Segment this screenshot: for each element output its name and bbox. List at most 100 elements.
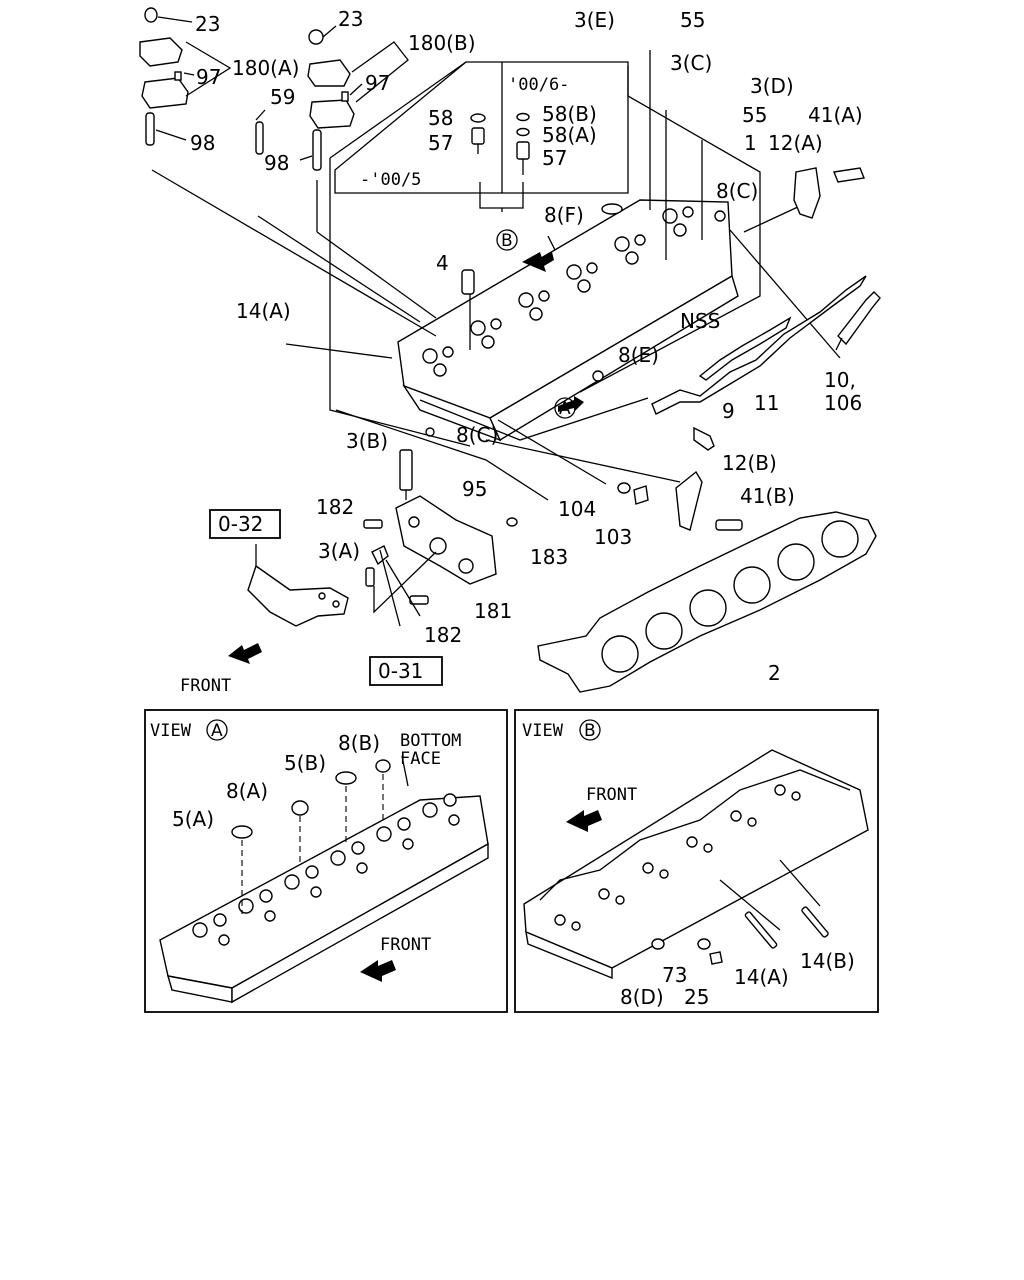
- head-port-hole: [538, 290, 550, 302]
- label-23b: 23: [338, 7, 363, 31]
- view-a-title: VIEW: [150, 721, 192, 741]
- head-port-hole: [470, 320, 486, 336]
- view-b-hole: [554, 914, 566, 926]
- label-103: 103: [594, 525, 632, 549]
- label-58a: 58(A): [542, 123, 597, 147]
- label-8e: 8(E): [618, 343, 659, 367]
- view-b-14a: 14(A): [734, 965, 789, 989]
- gasket-strip-11: [651, 275, 867, 415]
- label-98b: 98: [264, 151, 289, 175]
- head-port-hole: [586, 262, 598, 274]
- label-2: 2: [768, 661, 781, 685]
- label-58: 58: [428, 106, 453, 130]
- label-106: 106: [824, 391, 862, 415]
- view-b-hole: [598, 888, 610, 900]
- head-port-hole: [481, 335, 495, 349]
- head-port-hole: [529, 307, 543, 321]
- head-port-hole: [433, 363, 447, 377]
- head-port-hole: [673, 223, 687, 237]
- view-a-hole: [218, 934, 230, 946]
- view-a-labels: VIEW A 8(B) BOTTOM FACE 5(B) 8(A) 5(A) F…: [150, 719, 461, 955]
- label-11: 11: [754, 391, 779, 415]
- label-10: 10,: [824, 368, 856, 392]
- view-a-hole: [397, 817, 411, 831]
- view-a-hole: [356, 862, 368, 874]
- front-arrow-main: [228, 643, 262, 664]
- view-a-hole: [402, 838, 414, 850]
- view-b-hole: [791, 791, 801, 801]
- view-a-hole: [238, 898, 254, 914]
- view-b-hole: [659, 869, 669, 879]
- gasket-cylinder-bore: [733, 566, 771, 604]
- view-b-hole: [730, 810, 742, 822]
- sensor-9: [693, 426, 715, 451]
- label-95: 95: [462, 477, 487, 501]
- label-104: 104: [558, 497, 596, 521]
- head-port-hole: [422, 348, 438, 364]
- view-a-hole: [284, 874, 300, 890]
- view-a-5b: 5(B): [284, 751, 326, 775]
- label-55b: 55: [742, 103, 767, 127]
- view-a-hole: [264, 910, 276, 922]
- label-12a: 12(A): [768, 131, 823, 155]
- water-outlet-elbow: [247, 544, 349, 627]
- label-183: 183: [530, 545, 568, 569]
- view-a-hole: [376, 826, 392, 842]
- bracket-12a: [793, 167, 865, 219]
- label-97b: 97: [365, 71, 390, 95]
- head-port-hole: [625, 251, 639, 265]
- gasket-cylinder-bore: [689, 589, 727, 627]
- view-b-8d: 8(D): [620, 985, 664, 1009]
- view-a-hole: [259, 889, 273, 903]
- view-a-hole: [213, 913, 227, 927]
- label-nss: NSS: [680, 309, 720, 333]
- view-b-labels: VIEW B FRONT 73 14(A) 14(B) 8(D) 25: [522, 719, 855, 1009]
- label-1: 1: [744, 131, 757, 155]
- head-port-hole: [634, 234, 646, 246]
- label-4: 4: [436, 251, 449, 275]
- head-port-hole: [490, 318, 502, 330]
- part-labels: 23 23 180(A) 180(B) 97 97 98 98 59 3(E) …: [180, 7, 863, 696]
- view-a-hole: [330, 850, 346, 866]
- head-gasket: [537, 511, 877, 693]
- head-port-hole: [614, 236, 630, 252]
- label-3d: 3(D): [750, 74, 794, 98]
- label-14a: 14(A): [236, 299, 291, 323]
- head-port-hole: [442, 346, 454, 358]
- head-port-hole: [566, 264, 582, 280]
- view-a-hole: [310, 886, 322, 898]
- view-b-hole: [571, 921, 581, 931]
- label-57b: 57: [542, 146, 567, 170]
- gasket-cylinder-bore: [601, 635, 639, 673]
- label-58b: 58(B): [542, 102, 597, 126]
- label-57: 57: [428, 131, 453, 155]
- label-8c-mid: 8(C): [456, 423, 498, 447]
- view-a-hole: [448, 814, 460, 826]
- label-98a: 98: [190, 131, 215, 155]
- view-a-hole: [351, 841, 365, 855]
- gasket-cylinder-bore: [821, 520, 859, 558]
- ref-box-0-31: 0-31: [369, 656, 443, 686]
- label-3b: 3(B): [346, 429, 388, 453]
- label-12b: 12(B): [722, 451, 777, 475]
- cylinder-head: [397, 199, 739, 442]
- label-3c: 3(C): [670, 51, 712, 75]
- ref-0-31-text: 0-31: [378, 659, 423, 683]
- view-a-hole: [443, 793, 457, 807]
- view-a-panel: [144, 709, 508, 1013]
- label-8c-top: 8(C): [716, 179, 758, 203]
- label-front-main: FRONT: [180, 676, 231, 696]
- label-55a: 55: [680, 8, 705, 32]
- view-b-25: 25: [684, 985, 709, 1009]
- view-a-hole: [422, 802, 438, 818]
- head-port-hole: [662, 208, 678, 224]
- view-a-front: FRONT: [380, 935, 431, 955]
- label-97a: 97: [196, 65, 221, 89]
- ref-0-32-text: 0-32: [218, 512, 263, 536]
- view-a-hole: [305, 865, 319, 879]
- label-41b: 41(B): [740, 484, 795, 508]
- view-b-panel: [514, 709, 879, 1013]
- label-00-6: '00/6-: [508, 75, 569, 95]
- view-b-14b: 14(B): [800, 949, 855, 973]
